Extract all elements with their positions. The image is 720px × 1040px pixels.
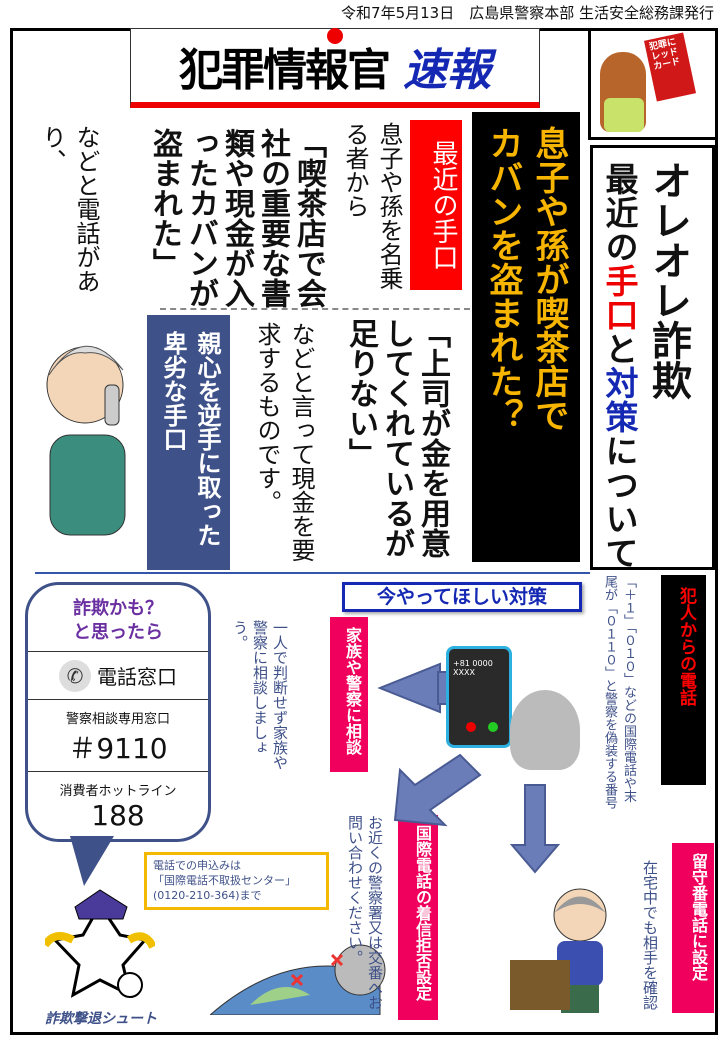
police-hotline: 警察相談専用窓口 ＃9110 bbox=[28, 700, 208, 772]
subtitle-part: 手口 bbox=[600, 264, 639, 332]
worried-man-illustration bbox=[46, 345, 126, 536]
telephone-table-icon bbox=[510, 960, 570, 1010]
answering-machine-tag: 留守番電話に設定 bbox=[672, 843, 714, 1013]
divider bbox=[160, 308, 470, 310]
question-line: 詐欺かも？ bbox=[73, 598, 163, 619]
caller-tag: 犯人からの電話 bbox=[661, 575, 706, 785]
consult-tag: 家族や警察に相談 bbox=[330, 617, 368, 772]
boss-quote: 「上司が金を用意してくれているが足りない」 bbox=[343, 318, 450, 558]
topic-title: オレオレ詐欺 bbox=[645, 160, 692, 400]
bubble-tail bbox=[70, 836, 114, 886]
application-note: 電話での申込みは 「国際電話不取扱センター」 (0120-210-364)まで bbox=[144, 852, 329, 910]
globe-refusal-illustration bbox=[210, 944, 386, 1015]
cross-mark-icon bbox=[330, 953, 344, 967]
consult-text: 一人で判断せず家族や警察に相談しましょう。 bbox=[231, 620, 289, 770]
question-line: と思ったら bbox=[73, 622, 163, 643]
title-main: 犯罪情報官 bbox=[179, 44, 391, 96]
police-number[interactable]: ＃9110 bbox=[68, 732, 168, 765]
block-calls-text: お近くの警察署又は交番へお問い合わせください。 bbox=[346, 815, 384, 1010]
note-line: 電話での申込みは bbox=[153, 859, 241, 872]
phone-window: ✆電話窓口 bbox=[28, 652, 208, 700]
nasty-tactics-tag: 親心を逆手に取った卑劣な手口 bbox=[147, 315, 230, 570]
subtitle-part: と bbox=[600, 332, 639, 366]
headline-box: 息子や孫が喫茶店で カバンを盗まれた？ bbox=[472, 112, 580, 562]
headline-line: カバンを盗まれた？ bbox=[483, 126, 523, 432]
safety-vest-icon bbox=[604, 98, 644, 132]
arrow-down-left-icon bbox=[393, 753, 482, 827]
subtitle-part: 対策 bbox=[600, 366, 639, 434]
demand-text: などと言って現金を要求するものです。 bbox=[253, 322, 315, 562]
puzzled-woman-illustration bbox=[510, 690, 580, 770]
topic-subtitle: 最近の手口と対策について bbox=[600, 162, 639, 570]
section-divider bbox=[35, 572, 590, 574]
phone-icon: ✆ bbox=[59, 659, 91, 692]
consumer-label: 消費者ホットライン bbox=[59, 784, 177, 799]
title-sub: 速報 bbox=[403, 44, 491, 96]
recent-tactics-tag: 最近の手口 bbox=[410, 120, 462, 290]
mascot-caption: 詐欺撃退シュート bbox=[45, 1011, 157, 1027]
issuer-header: 令和7年5月13日 広島県警察本部 生活安全総務課発行 bbox=[341, 4, 714, 22]
decline-call-icon bbox=[466, 722, 476, 732]
caller-text: 「＋１」「０１０」などの国際電話や末尾が「０１１０」と警察を偽装する番号 bbox=[602, 575, 636, 809]
phone-label: 電話窓口 bbox=[97, 665, 177, 689]
note-line: 「国際電話不取扱センター」 bbox=[153, 874, 296, 887]
arrow-down-icon bbox=[509, 784, 561, 874]
contact-question: 詐欺かも？ と思ったら bbox=[28, 585, 208, 652]
note-line[interactable]: (0120-210-364)まで bbox=[153, 889, 262, 902]
mascot-panel bbox=[588, 28, 718, 140]
caller-number: +81 0000 XXXX bbox=[453, 659, 493, 677]
arrow-left-icon bbox=[377, 662, 441, 714]
siren-light-icon bbox=[327, 28, 343, 44]
subtitle-part: 最近の bbox=[600, 162, 639, 264]
recent-text-end: などと電話があり、 bbox=[38, 125, 100, 293]
police-label: 警察相談専用窓口 bbox=[65, 712, 170, 727]
accept-call-icon bbox=[488, 722, 498, 732]
police-mascot-illustration bbox=[45, 889, 155, 998]
topic-column bbox=[590, 145, 715, 570]
smartphone-incoming-call: +81 0000 XXXX bbox=[446, 646, 512, 748]
recent-quote: 「喫茶店で会社の重要な書類や現金が入ったカバンが盗まれた」 bbox=[147, 128, 326, 308]
headline-line: 息子や孫が喫茶店で bbox=[529, 126, 569, 432]
contact-bubble: 詐欺かも？ と思ったら ✆電話窓口 警察相談専用窓口 ＃9110 消費者ホットライン… bbox=[25, 582, 211, 842]
consumer-number[interactable]: 188 bbox=[91, 799, 145, 832]
measures-title: 今やってほしい対策 bbox=[342, 582, 582, 612]
subtitle-part: について bbox=[600, 434, 639, 570]
answering-machine-text: 在宅中でも相手を確認 bbox=[641, 860, 659, 1010]
recent-text: 息子や孫を名乗る者から bbox=[341, 122, 403, 290]
block-calls-tag: 国際電話の着信拒否設定 bbox=[398, 815, 438, 1020]
cross-mark-icon bbox=[290, 973, 304, 987]
